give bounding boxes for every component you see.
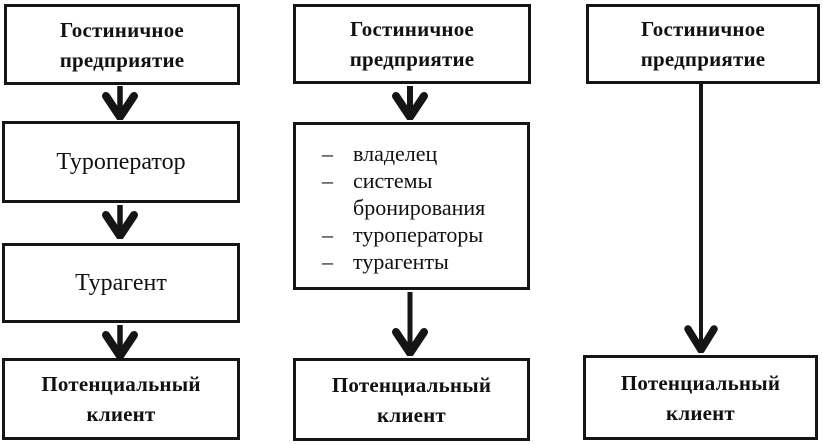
channel1-client-box: Потенциальный клиент: [2, 358, 240, 440]
channel2-hotel-label: Гостиничное предприятие: [349, 17, 475, 71]
list-item-label: владелец: [353, 141, 438, 166]
list-item-label: туроператоры: [353, 222, 484, 247]
arrow-down-icon: [390, 292, 430, 356]
channel3-client-box: Потенциальный клиент: [583, 355, 818, 440]
arrow-down-icon: [100, 325, 140, 359]
channel1-hotel-label: Гостиничное предприятие: [59, 17, 185, 72]
dash-bullet: –: [322, 249, 333, 274]
arrow-down-icon: [100, 86, 140, 120]
channel1-touragent-label: Турагент: [75, 270, 167, 296]
channel2-client-label: Потенциальный клиент: [331, 372, 492, 427]
arrow-down-icon: [681, 84, 721, 353]
channel1-touroperator-box: Туроператор: [2, 121, 240, 203]
dash-bullet: –: [322, 141, 333, 166]
channel2-intermediaries-box: – владелец – системы бронирования – туро…: [293, 122, 530, 290]
channel1-hotel-box: Гостиничное предприятие: [4, 4, 240, 85]
list-item: – турагенты: [322, 248, 515, 275]
list-item-label: системы бронирования: [353, 168, 486, 220]
channel2-client-box: Потенциальный клиент: [293, 358, 530, 441]
dash-bullet: –: [322, 222, 333, 247]
list-item: – системы бронирования: [322, 167, 515, 221]
channel2-hotel-box: Гостиничное предприятие: [293, 4, 531, 84]
arrow-down-icon: [390, 86, 430, 120]
list-item-label: турагенты: [353, 249, 449, 274]
channel1-touroperator-label: Туроператор: [56, 149, 186, 175]
channel3-hotel-label: Гостиничное предприятие: [640, 17, 766, 71]
channel3-hotel-box: Гостиничное предприятие: [586, 4, 820, 84]
arrow-down-icon: [100, 205, 140, 239]
channel1-client-label: Потенциальный клиент: [41, 372, 201, 426]
list-item: – владелец: [322, 140, 515, 167]
list-item: – туроператоры: [322, 221, 515, 248]
dash-bullet: –: [322, 168, 333, 193]
channel3-client-label: Потенциальный клиент: [620, 370, 781, 425]
channel1-touragent-box: Турагент: [2, 243, 240, 323]
